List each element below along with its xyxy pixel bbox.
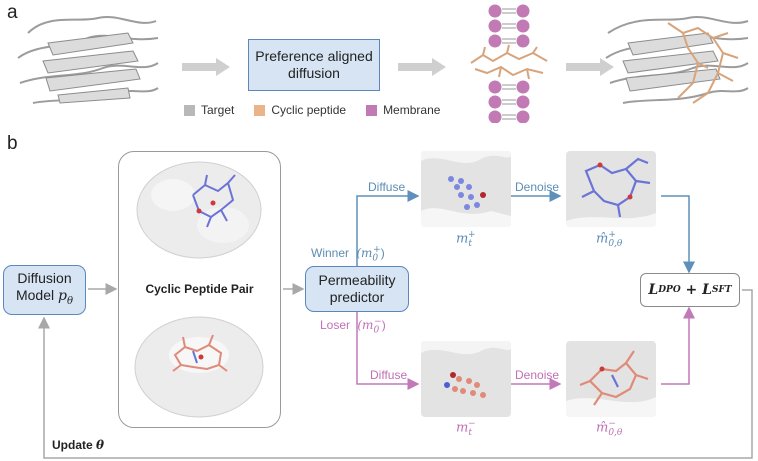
winner-text: Winner — [311, 246, 350, 260]
mt-plus-sup: + — [467, 230, 476, 240]
diffusion-model-box: Diffusion Model pθ — [3, 265, 86, 315]
panel-b-letter: b — [7, 133, 18, 154]
winner-sup: + — [373, 245, 381, 255]
mt-plus-sub: t — [468, 238, 472, 249]
update-text: Update — [52, 438, 93, 452]
predictor-line2: predictor — [329, 289, 385, 305]
mt-minus-sup: − — [467, 419, 476, 429]
pair-title: Cyclic Peptide Pair — [145, 282, 254, 296]
complex-protein-image — [605, 16, 749, 104]
label-mhat-plus: m̂0,θ+ — [596, 230, 622, 249]
preference-diffusion-label: Preference aligned diffusion — [255, 48, 373, 81]
update-theta-label: Update θ — [52, 438, 104, 452]
legend-a: Target Cyclic peptide Membrane — [184, 103, 440, 117]
mhat-plus-sup: + — [608, 230, 616, 240]
legend-item-membrane: Membrane — [366, 103, 440, 117]
legend-label-peptide: Cyclic peptide — [271, 103, 347, 117]
pair-loser-image — [134, 316, 264, 418]
mhat-minus-symbol: m̂ — [596, 420, 609, 436]
mt-minus-symbol: m — [456, 420, 469, 436]
panel-a-letter: a — [7, 2, 18, 23]
diffusion-model-line1: Diffusion — [17, 270, 72, 287]
diffusion-model-word: Model — [15, 287, 55, 304]
denoise-top-label: Denoise — [515, 180, 560, 194]
legend-swatch-peptide — [254, 104, 266, 116]
thumb-mt-plus-graphic — [421, 151, 511, 227]
diffuse-bottom-label: Diffuse — [370, 368, 408, 382]
pair-winner-image — [136, 161, 262, 259]
label-mhat-minus: m̂0,θ− — [596, 419, 622, 438]
predictor-line1: Permeability — [318, 272, 396, 288]
diffusion-model-symbol: p — [58, 288, 67, 305]
label-mt-plus: mt+ — [456, 230, 476, 249]
mhat-minus-sub: 0,θ — [608, 427, 623, 438]
winner-sub: 0 — [372, 253, 379, 264]
loser-text: Loser — [320, 318, 351, 332]
arrow-a3 — [566, 58, 614, 76]
diffusion-model-subscript: θ — [66, 295, 74, 307]
legend-swatch-membrane — [366, 104, 378, 116]
loser-label: Loser (m0−) — [320, 317, 386, 336]
legend-item-peptide: Cyclic peptide — [254, 103, 346, 117]
loser-sub: 0 — [373, 325, 380, 336]
legend-swatch-target — [184, 104, 195, 116]
legend-label-membrane: Membrane — [383, 103, 441, 117]
thumb-mhat-plus — [566, 151, 656, 227]
legend-item-target: Target — [184, 103, 234, 117]
thumb-mhat-minus — [566, 341, 656, 417]
loss-l1: L — [648, 282, 659, 298]
mhat-plus-symbol: m̂ — [596, 231, 609, 247]
loss-sub-dpo: DPO — [658, 285, 681, 295]
loser-sup: − — [374, 317, 382, 327]
arrow-a2 — [398, 58, 446, 76]
membrane-peptide-image — [470, 4, 548, 123]
thumb-mhat-plus-graphic — [566, 157, 656, 227]
denoise-bottom-label: Denoise — [515, 368, 560, 382]
legend-label-target: Target — [201, 103, 235, 117]
thumb-mt-minus-graphic — [421, 341, 511, 398]
arrow-a1 — [182, 58, 230, 76]
loss-sub-sft: SFT — [712, 285, 732, 295]
update-theta-symbol: θ — [96, 438, 105, 452]
winner-label: Winner (m0+) — [311, 245, 385, 264]
label-mt-minus: mt− — [456, 419, 476, 438]
loss-plus: + L — [680, 282, 712, 298]
mhat-minus-sup: − — [608, 419, 616, 429]
winner-math: (m — [356, 246, 373, 260]
mt-plus-symbol: m — [456, 231, 469, 247]
mhat-plus-sub: 0,θ — [608, 238, 623, 249]
cyclic-peptide-pair-box — [118, 151, 281, 428]
loser-math: (m — [357, 318, 374, 332]
mt-minus-sub: t — [468, 427, 472, 438]
thumb-mt-plus — [421, 151, 511, 227]
thumb-mt-minus — [421, 341, 511, 417]
preference-diffusion-box: Preference aligned diffusion — [248, 39, 380, 91]
diffuse-top-label: Diffuse — [368, 180, 406, 194]
permeability-predictor-box: Permeability predictor — [305, 266, 409, 312]
target-protein-image — [17, 16, 159, 104]
thumb-mhat-minus-graphic — [566, 350, 656, 417]
diffusion-model-line2: Model pθ — [16, 287, 73, 310]
